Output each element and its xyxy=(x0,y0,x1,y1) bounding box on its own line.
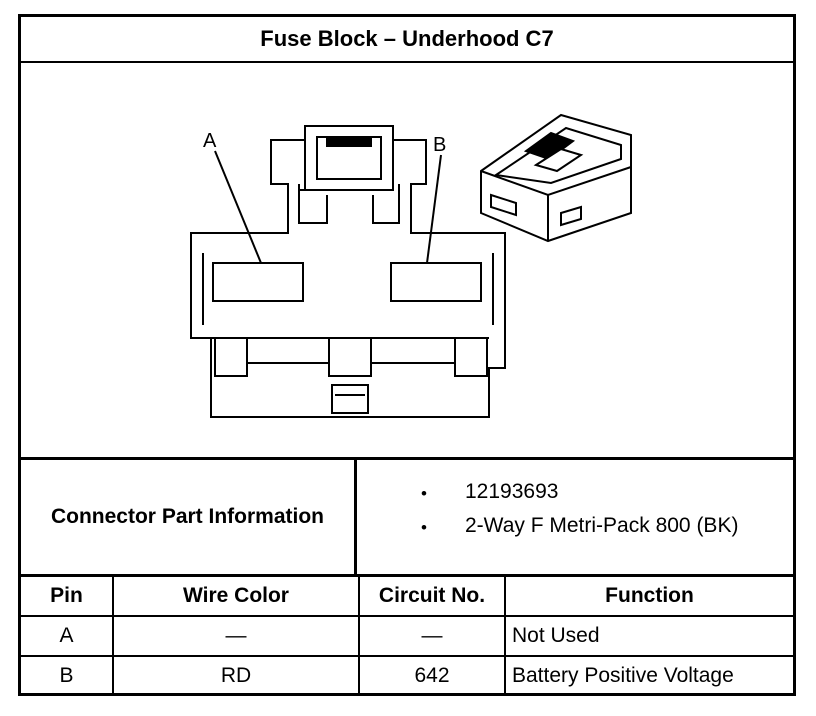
callout-a-label: A xyxy=(203,130,217,152)
bullet-icon: • xyxy=(421,518,427,537)
table-row: A — — Not Used xyxy=(21,615,793,657)
cell-circuit-no: — xyxy=(358,615,506,657)
connector-face-view xyxy=(190,125,506,418)
pinout-table: Pin Wire Color Circuit No. Function A — … xyxy=(21,577,793,695)
part-number: 12193693 xyxy=(465,480,559,503)
page-title: Fuse Block – Underhood C7 xyxy=(21,17,793,63)
header-function: Function xyxy=(504,577,793,617)
cell-function: Battery Positive Voltage xyxy=(504,655,793,695)
connector-type: 2-Way F Metri-Pack 800 (BK) xyxy=(465,514,739,537)
cell-wire-color: — xyxy=(112,615,360,657)
callout-a-leader xyxy=(214,150,262,264)
bullet-icon: • xyxy=(421,484,427,503)
cell-wire-color: RD xyxy=(112,655,360,695)
cell-circuit-no: 642 xyxy=(358,655,506,695)
table-row: B RD 642 Battery Positive Voltage xyxy=(21,655,793,695)
cell-pin: A xyxy=(21,615,114,657)
header-circuit-no: Circuit No. xyxy=(358,577,506,617)
connector-info-section: Connector Part Information • 12193693 • … xyxy=(21,457,793,577)
header-wire-color: Wire Color xyxy=(112,577,360,617)
callout-b-leader xyxy=(426,154,442,264)
connector-info-label: Connector Part Information xyxy=(21,460,357,574)
cell-pin: B xyxy=(21,655,114,695)
pinout-sheet: Fuse Block – Underhood C7 xyxy=(18,14,796,696)
cell-function: Not Used xyxy=(504,615,793,657)
callout-b-label: B xyxy=(433,134,446,156)
header-pin: Pin xyxy=(21,577,114,617)
connector-drawing: A B xyxy=(21,63,793,459)
connector-diagram: A B xyxy=(190,113,632,418)
connector-info-list: • 12193693 • 2-Way F Metri-Pack 800 (BK) xyxy=(357,460,793,574)
table-header-row: Pin Wire Color Circuit No. Function xyxy=(21,577,793,617)
connector-isometric-view xyxy=(480,113,632,243)
